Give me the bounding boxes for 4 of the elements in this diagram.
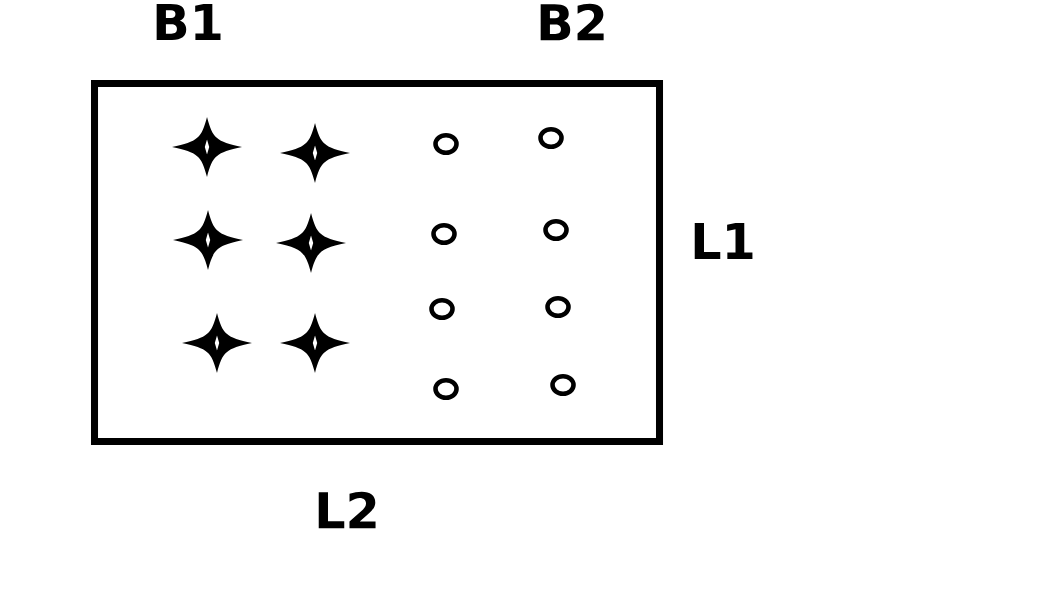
side-label: B2 — [540, 3, 604, 41]
side-label: B1 — [156, 4, 221, 40]
side-label: L1 — [694, 223, 753, 259]
side-label: L2 — [318, 491, 376, 529]
